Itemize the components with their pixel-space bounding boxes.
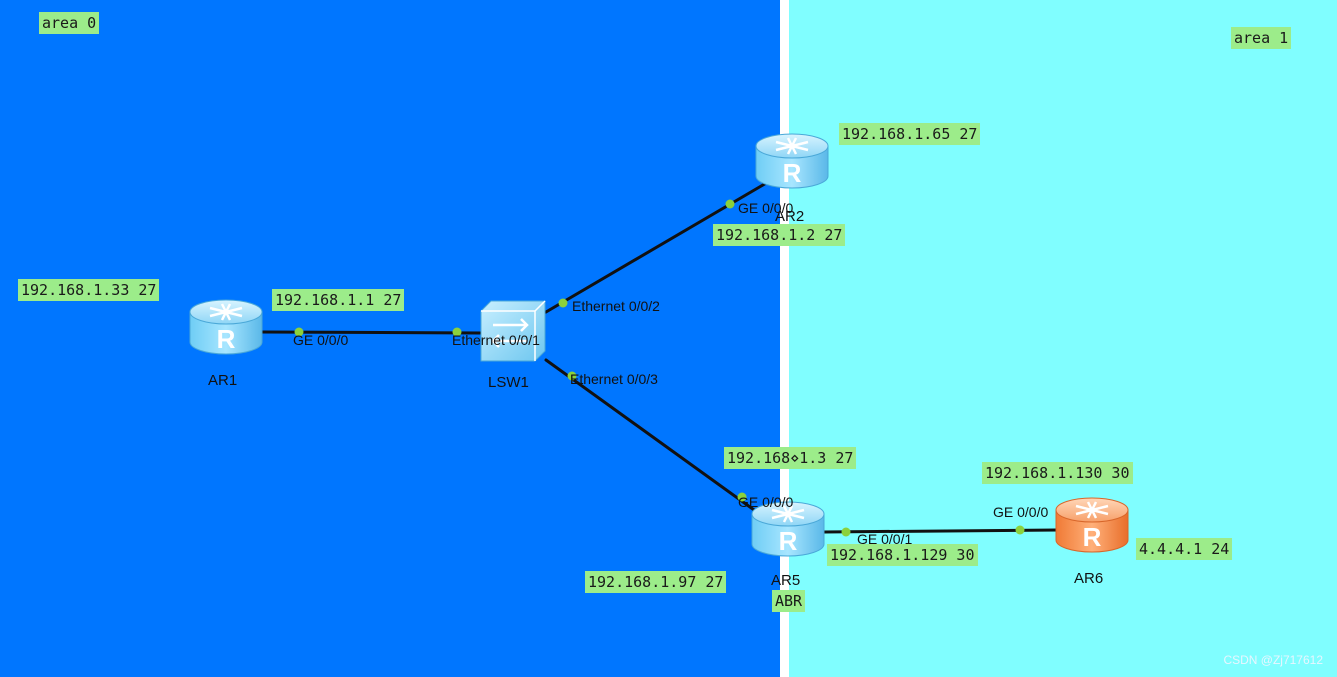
router-ar1[interactable]: R [189, 299, 263, 355]
svg-text:R: R [783, 158, 802, 188]
ip-label-ar6-ge000: 192.168.1.130 30 [982, 462, 1133, 484]
area-0-region [0, 0, 780, 677]
area-1-region [789, 0, 1337, 677]
ip-label-ar2-loopback: 192.168.1.65 27 [839, 123, 981, 145]
svg-text:R: R [779, 526, 798, 556]
router-ar6[interactable]: R [1055, 497, 1129, 553]
port-label-lsw1-eth003: Ethernet 0/0/3 [570, 371, 658, 387]
ip-label-ar5-loopback: 192.168.1.97 27 [585, 571, 727, 593]
ip-label-ar2-ge000: 192.168.1.2 27 [713, 224, 846, 246]
device-name-ar6: AR6 [1074, 570, 1104, 587]
ip-label-ar5-ge000: 192.168⋄1.3 27 [724, 447, 857, 469]
watermark: CSDN @Zj717612 [1223, 653, 1323, 667]
abr-label: ABR [772, 590, 806, 612]
device-name-ar1: AR1 [208, 372, 238, 389]
link-lsw1-ar5[interactable] [544, 358, 770, 522]
port-label-ar2-ge000: GE 0/0/0 [738, 200, 794, 216]
ip-label-ar1-loopback: 192.168.1.33 27 [18, 279, 160, 301]
router-icon: R [189, 299, 263, 355]
area-divider [780, 0, 789, 677]
area-0-label: area 0 [39, 12, 100, 34]
port-label-lsw1-eth001: Ethernet 0/0/1 [452, 332, 540, 348]
area-1-label: area 1 [1231, 27, 1292, 49]
router-icon: R [1055, 497, 1129, 553]
port-dot-lsw1-eth003 [567, 371, 577, 381]
port-label-lsw1-eth002: Ethernet 0/0/2 [572, 298, 660, 314]
port-dot-ar5-ge001 [841, 527, 851, 537]
router-icon: R [755, 133, 829, 189]
router-ar2[interactable]: R [755, 133, 829, 189]
switch-lsw1[interactable] [480, 300, 546, 362]
router-ar5[interactable]: R [751, 501, 825, 557]
device-name-lsw1: LSW1 [488, 374, 529, 391]
router-icon: R [751, 501, 825, 557]
ip-label-ar1-ge000: 192.168.1.1 27 [272, 289, 405, 311]
svg-text:R: R [217, 324, 236, 354]
port-dot-ar5-ge000 [737, 492, 747, 502]
device-name-ar2: AR2 [775, 208, 805, 225]
device-name-ar5: AR5 [771, 572, 801, 589]
switch-icon [480, 300, 546, 362]
port-label-ar5-ge001: GE 0/0/1 [857, 531, 913, 547]
port-label-ar5-ge000: GE 0/0/0 [738, 494, 794, 510]
port-dot-ar1-ge000 [294, 327, 304, 337]
ip-label-ar6-loopback: 4.4.4.1 24 [1136, 538, 1233, 560]
port-label-ar6-ge000: GE 0/0/0 [993, 504, 1049, 520]
port-dot-lsw1-eth002 [558, 298, 568, 308]
port-dot-lsw1-eth001 [452, 327, 462, 337]
port-dot-ar2-ge000 [725, 199, 735, 209]
svg-text:R: R [1083, 522, 1102, 552]
port-label-ar1-ge000: GE 0/0/0 [293, 332, 349, 348]
ip-label-ar5-ge001: 192.168.1.129 30 [827, 544, 978, 566]
port-dot-ar6-ge000 [1015, 525, 1025, 535]
ports-layer [294, 199, 1025, 537]
